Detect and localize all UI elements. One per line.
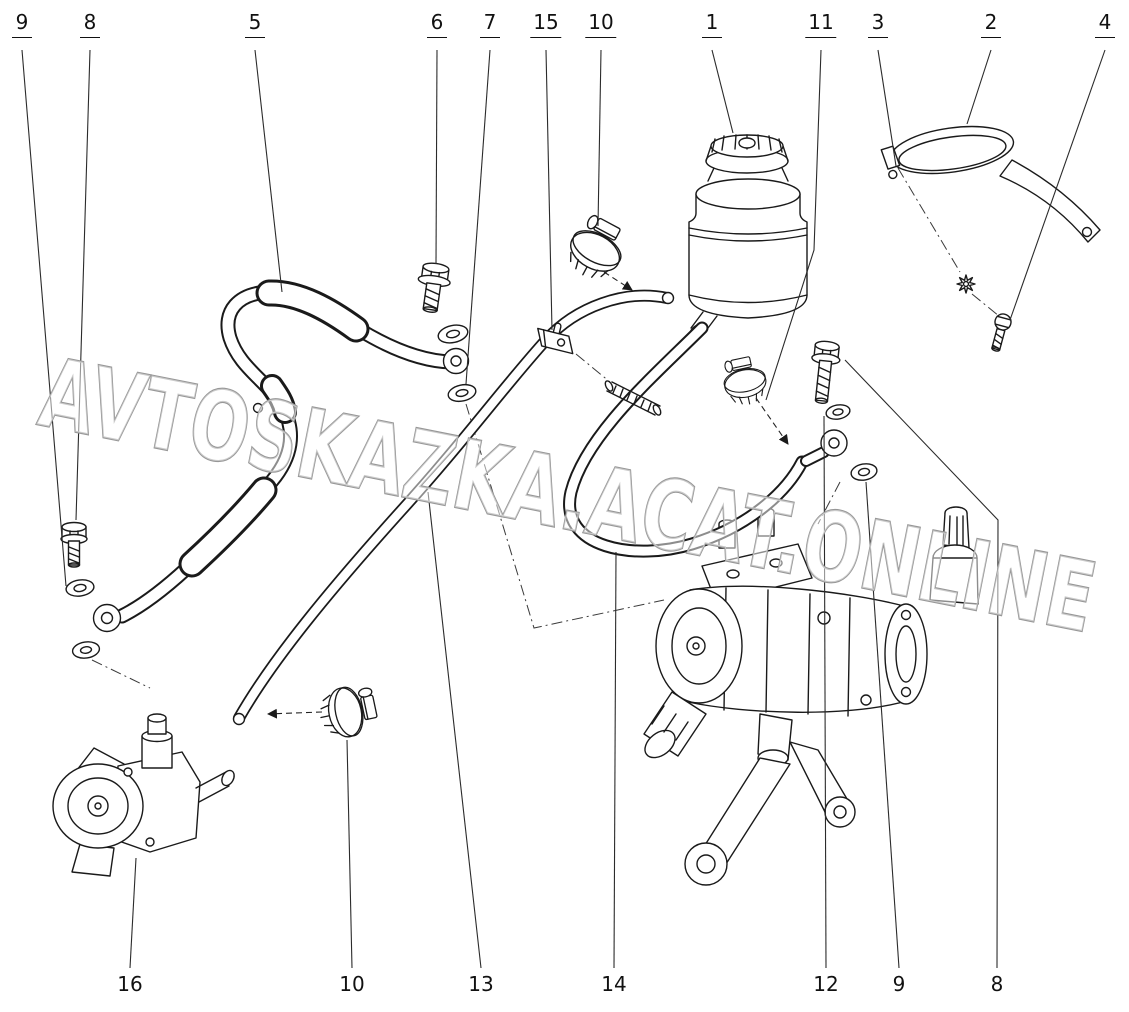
watermark-text: AVTOSKAZKA.ACAT.ONLINE [32,337,1105,655]
threaded-stud-part-15 [604,380,662,416]
callout-top-11: 11 [805,12,837,38]
callout-bottom-9: 9 [892,972,906,996]
washer-part-9-right [850,463,878,481]
hose-clamp-part-10-bottom [315,681,381,743]
hose-clamp-part-11 [719,353,771,409]
construction-lines [91,167,1000,689]
callout-bottom-14: 14 [601,972,627,996]
callout-top-7: 7 [480,12,500,38]
hose-clamp-part-10-top [559,210,634,288]
callout-top-3: 3 [868,12,888,38]
power-steering-pump-part-16 [52,713,235,877]
callout-bottom-16: 16 [117,972,143,996]
bolt-part-4 [991,313,1012,352]
suction-hose-part-13 [232,289,675,726]
assembly-arrows [267,271,789,719]
callout-bottom-12: 12 [813,972,839,996]
callout-top-1: 1 [702,12,722,38]
washers-part-9-left [65,579,101,659]
callout-bottom-13: 13 [468,972,494,996]
clip-part-15 [537,322,574,355]
mounting-clamp-part-2 [880,125,1101,243]
bolt-part-8-left [60,521,88,568]
callout-top-2: 2 [981,12,1001,38]
pressure-hose-part-5 [92,279,470,633]
callout-top-4: 4 [1095,12,1115,38]
callout-top-8: 8 [80,12,100,38]
callout-top-10: 10 [585,12,617,38]
callout-top-15: 15 [530,12,562,38]
union-bolt-part-6 [417,262,451,313]
leader-lines [21,49,1106,969]
callout-bottom-10: 10 [339,972,365,996]
return-hose-part-14 [563,321,809,558]
reservoir-part-1 [688,134,808,339]
callout-top-9: 9 [12,12,32,38]
washers-part-7 [437,324,477,403]
callout-top-5: 5 [245,12,265,38]
elbow-fitting [800,404,851,467]
star-washer-part-3 [956,274,976,294]
steering-gear-assembly [643,506,979,886]
callout-top-6: 6 [427,12,447,38]
callout-bottom-8: 8 [990,972,1004,996]
union-bolt-part-12 [811,340,841,404]
